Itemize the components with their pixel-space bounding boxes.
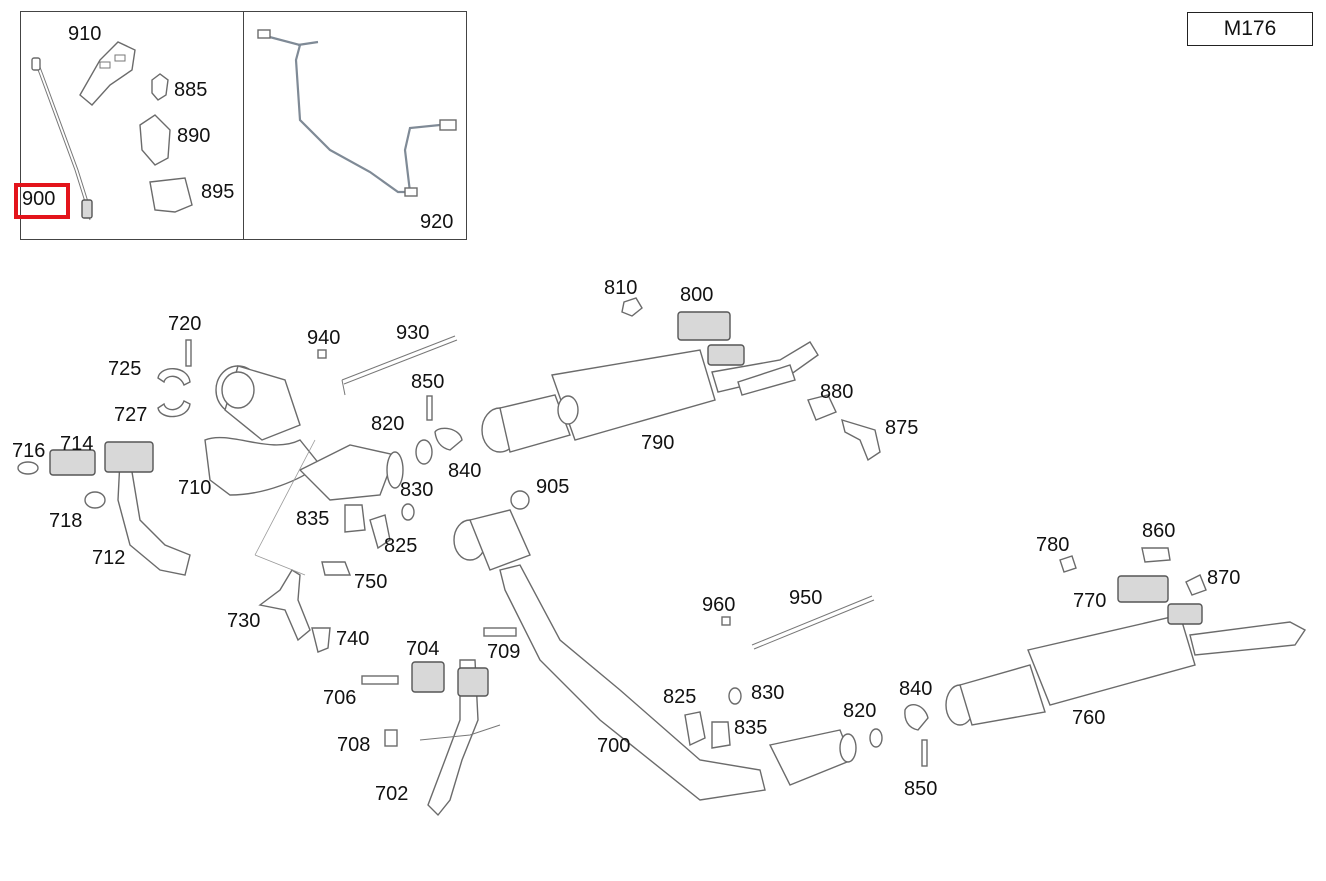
part-label-960[interactable]: 960 [702,594,736,616]
part-label-870[interactable]: 870 [1207,567,1241,589]
engine-model-tag: M176 [1187,12,1313,46]
part-label-880[interactable]: 880 [820,381,854,403]
bracket-730 [258,561,352,653]
inset-sensor-parts [31,41,193,221]
part-label-860[interactable]: 860 [1142,520,1176,542]
part-label-708[interactable]: 708 [337,734,371,756]
part-label-710[interactable]: 710 [178,477,212,499]
part-label-750[interactable]: 750 [354,571,388,593]
part-label-716[interactable]: 716 [12,440,46,462]
rod-930 [317,335,458,396]
clamps-725-727 [157,339,192,418]
part-label-850-upper[interactable]: 850 [411,371,445,393]
part-label-890[interactable]: 890 [177,125,211,147]
part-label-820-upper[interactable]: 820 [371,413,405,435]
part-label-910[interactable]: 910 [68,23,102,45]
part-label-780[interactable]: 780 [1036,534,1070,556]
part-label-875[interactable]: 875 [885,417,919,439]
part-label-820-lower[interactable]: 820 [843,700,877,722]
hardware-set-b [510,490,929,767]
part-label-830-upper[interactable]: 830 [400,479,434,501]
part-label-840-upper[interactable]: 840 [448,460,482,482]
part-label-905[interactable]: 905 [536,476,570,498]
part-label-850-lower[interactable]: 850 [904,778,938,800]
part-label-825-upper[interactable]: 825 [384,535,418,557]
part-label-885[interactable]: 885 [174,79,208,101]
part-label-835-upper[interactable]: 835 [296,508,330,530]
part-label-835-lower[interactable]: 835 [734,717,768,739]
inset-divider [243,11,244,240]
inset-harness [257,29,457,197]
part-label-840-lower[interactable]: 840 [899,678,933,700]
part-label-950[interactable]: 950 [789,587,823,609]
part-label-830-lower[interactable]: 830 [751,682,785,704]
part-label-760[interactable]: 760 [1072,707,1106,729]
part-label-770[interactable]: 770 [1073,590,1107,612]
part-label-895[interactable]: 895 [201,181,235,203]
part-label-800[interactable]: 800 [680,284,714,306]
part-label-706[interactable]: 706 [323,687,357,709]
part-label-720[interactable]: 720 [168,313,202,335]
front-pipe-710 [204,365,404,501]
part-label-930[interactable]: 930 [396,322,430,344]
muffler-760 [945,547,1307,726]
part-label-704[interactable]: 704 [406,638,440,660]
part-label-702[interactable]: 702 [375,783,409,805]
part-label-712[interactable]: 712 [92,547,126,569]
part-label-709[interactable]: 709 [487,641,521,663]
part-label-730[interactable]: 730 [227,610,261,632]
part-label-920[interactable]: 920 [420,211,454,233]
rod-950 [721,595,875,650]
main-pipe-700 [453,509,857,801]
part-label-900-selected[interactable] [14,183,70,219]
part-label-810[interactable]: 810 [604,277,638,299]
part-label-790[interactable]: 790 [641,432,675,454]
part-label-700[interactable]: 700 [597,735,631,757]
sensor-pipes-712 [17,441,191,576]
part-label-940[interactable]: 940 [307,327,341,349]
part-label-740[interactable]: 740 [336,628,370,650]
part-label-900[interactable]: 900 [22,188,56,210]
part-label-727[interactable]: 727 [114,404,148,426]
hardware-set-a [344,297,643,550]
brackets-880-875 [807,394,881,462]
part-label-714[interactable]: 714 [60,433,94,455]
muffler-790 [481,311,819,453]
sensor-pipes-702 [361,627,517,817]
part-label-725[interactable]: 725 [108,358,142,380]
part-label-718[interactable]: 718 [49,510,83,532]
part-label-825-lower[interactable]: 825 [663,686,697,708]
